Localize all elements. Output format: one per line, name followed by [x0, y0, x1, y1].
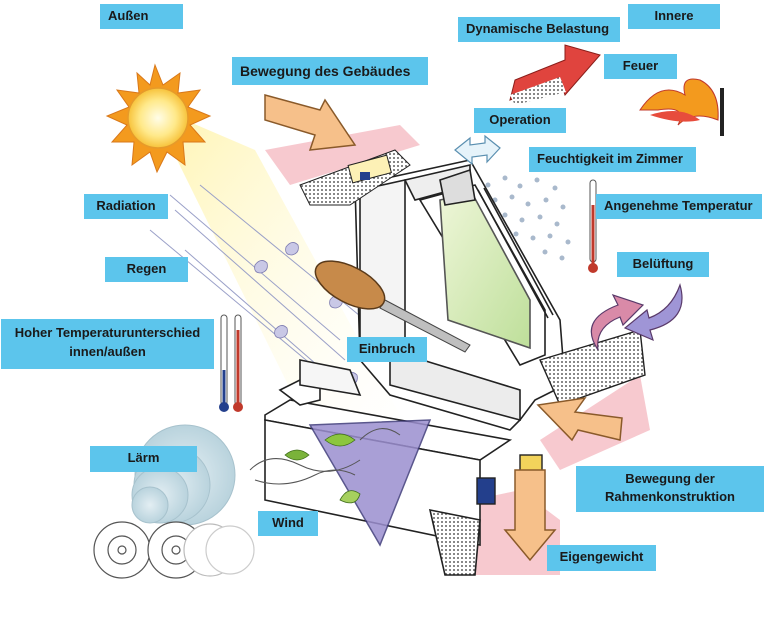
- label-bewegung-der-rahmen-line1: Bewegung der: [625, 471, 715, 486]
- leaf-icon: [284, 433, 361, 504]
- label-bewegung-der-rahmenkonstruktion: Bewegung der Rahmenkonstruktion: [576, 466, 764, 512]
- label-hoher-temperaturunterschied-line2: innen/außen: [69, 344, 146, 359]
- label-einbruch: Einbruch: [347, 337, 427, 362]
- label-laerm: Lärm: [90, 446, 197, 472]
- label-dynamische-belastung: Dynamische Belastung: [458, 17, 620, 42]
- label-innere: Innere: [628, 4, 720, 29]
- noise-waves: [131, 424, 236, 526]
- building-movement-arrow: [264, 94, 357, 151]
- label-regen: Regen: [105, 257, 188, 282]
- flame-icon: [639, 78, 724, 136]
- label-operation: Operation: [474, 108, 566, 133]
- frame-movement-arrow: [536, 396, 623, 442]
- self-weight-arrow: [503, 469, 557, 562]
- label-belueftung: Belüftung: [617, 252, 709, 277]
- label-feuer: Feuer: [604, 54, 677, 79]
- label-bewegung-des-gebaeudes: Bewegung des Gebäudes: [232, 57, 428, 85]
- label-radiation: Radiation: [84, 194, 168, 219]
- label-angenehme-temperatur: Angenehme Temperatur: [596, 194, 762, 219]
- sun-icon: [105, 63, 212, 174]
- rotation-arrows-icon: [590, 283, 683, 351]
- label-bewegung-der-rahmen-line2: Rahmenkonstruktion: [604, 489, 735, 504]
- wind-swirls: [249, 428, 401, 485]
- label-aussen: Außen: [100, 4, 183, 29]
- humidity-drops: [485, 175, 571, 261]
- thermometer-pair-icon: [219, 314, 243, 412]
- label-hoher-temperaturunterschied: Hoher Temperaturunterschied innen/außen: [1, 319, 214, 369]
- label-eigengewicht: Eigengewicht: [547, 545, 656, 571]
- sun-beam: [150, 105, 430, 470]
- label-wind: Wind: [258, 511, 318, 536]
- dynamic-load-arrow: [509, 44, 601, 101]
- window-frame: [354, 159, 566, 431]
- label-feuchtigkeit-im-zimmer: Feuchtigkeit im Zimmer: [529, 147, 696, 172]
- wheel-icon: [93, 521, 255, 579]
- wind-arrow: [308, 419, 432, 547]
- wall-top: [265, 125, 420, 185]
- thermometer-icon: [588, 179, 598, 273]
- operation-arrow: [454, 134, 501, 166]
- label-hoher-temperaturunterschied-line1: Hoher Temperaturunterschied: [14, 325, 201, 340]
- screwdriver-icon: [314, 260, 471, 353]
